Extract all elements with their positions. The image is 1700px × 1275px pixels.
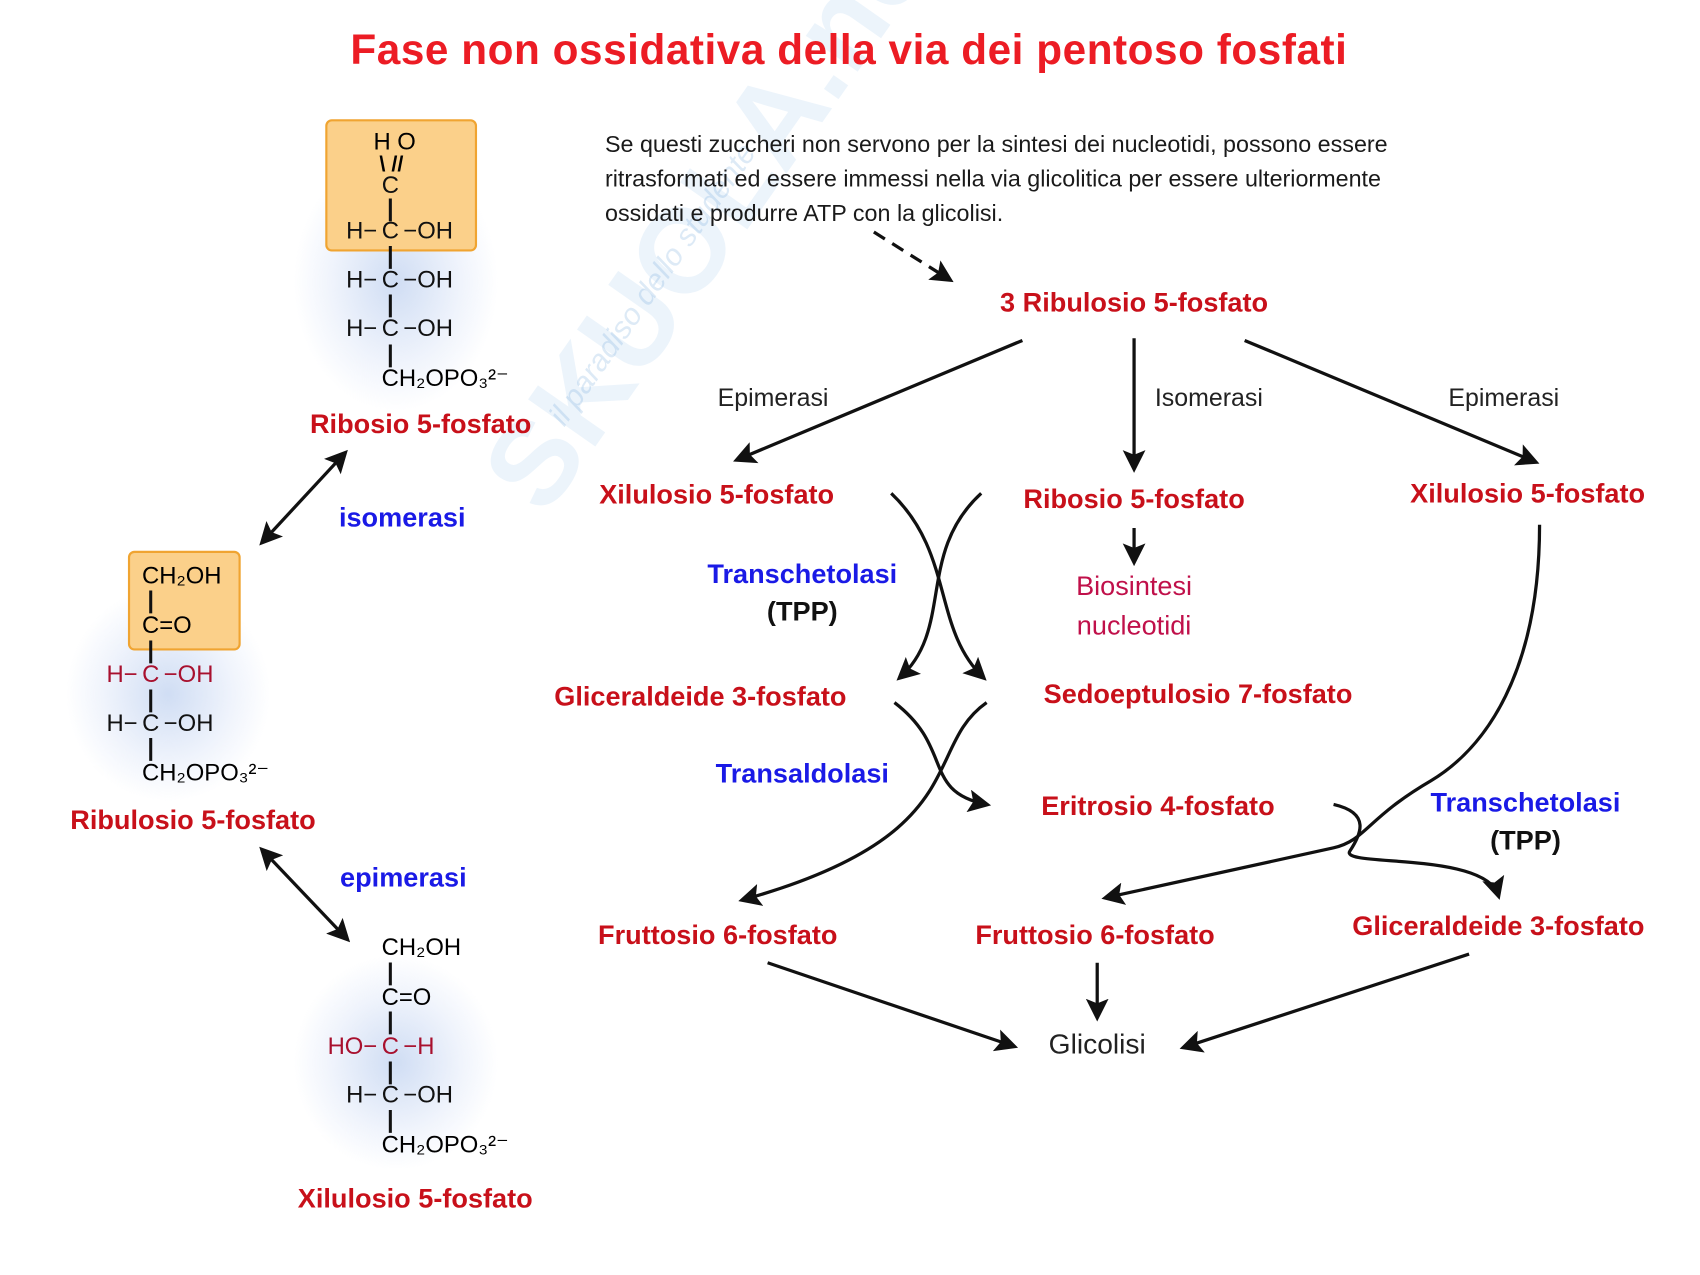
ribosio-center-label: Ribosio 5-fosfato [1023,484,1245,515]
note-line: ritrasformati ed essere immessi nella vi… [604,165,1381,192]
epimerasi-label: epimerasi [340,862,467,893]
xilulosio-right-label: Xilulosio 5-fosfato [1410,478,1646,510]
transchetolasi-right-label: Transchetolasi [1430,787,1621,819]
arrow-epimerasi-left [733,338,1024,464]
gliceraldeide-left-label: Gliceraldeide 3-fosfato [554,681,847,712]
fruttosio-center-label: Fruttosio 6-fosfato [975,919,1215,951]
arrow-fruttosio-left-glicolisi [767,961,1019,1052]
arrow-transaldolase-a [893,701,992,813]
note-line: Se questi zuccheri non servono per la si… [604,131,1388,158]
arrow-transketolase-a [890,492,987,681]
tpp-right-label: (TPP) [1490,825,1561,856]
arrow-transaldolase-b [738,701,988,906]
fruttosio-left-label: Fruttosio 6-fosfato [598,919,838,951]
gliceraldeide-right-label: Gliceraldeide 3-fosfato [1352,911,1645,942]
formula-row: H O [373,127,416,156]
transchetolasi-left-label: Transchetolasi [707,558,898,590]
ribosio-label: Ribosio 5-fosfato [309,409,532,440]
epimerasi-left-label: Epimerasi [717,383,829,412]
ribulosio-start-label: 3 Ribulosio 5-fosfato [1000,287,1269,319]
ketone-highlight-box [127,550,241,651]
double-arrow-isomerasi [259,449,348,546]
arrow-epimerasi-right [1244,338,1540,466]
isomerasi-center-label: Isomerasi [1154,383,1263,412]
tpp-left-label: (TPP) [766,596,838,628]
page-title: Fase non ossidativa della via dei pentos… [350,27,1348,74]
arrow-transketolase-right-a [1101,524,1542,905]
glicolisi-label: Glicolisi [1048,1027,1146,1060]
aldehyde-highlight-box [325,119,478,252]
epimerasi-right-label: Epimerasi [1448,383,1560,412]
ribulosio-label: Ribulosio 5-fosfato [70,805,316,836]
dashed-arrow [872,230,954,283]
xilulosio-left-label: Xilulosio 5-fosfato [599,479,835,511]
transaldolasi-label: Transaldolasi [715,758,889,789]
explanation-note: Se questi zuccheri non servono per la si… [605,127,1388,231]
sedoeptulosio-label: Sedoeptulosio 7-fosfato [1043,679,1353,710]
arrow-gliceraldeide-glicolisi [1179,952,1470,1053]
xilulosio-label: Xilulosio 5-fosfato [297,1183,533,1214]
isomerasi-label: isomerasi [338,502,466,533]
arrow-transketolase-right-b [1333,802,1505,900]
note-line: ossidati e produrre ATP con la glicolisi… [604,200,1004,227]
eritrosio-label: Eritrosio 4-fosfato [1041,790,1275,822]
double-arrow-epimerasi [259,846,351,943]
arrow-transketolase-b [896,492,983,681]
